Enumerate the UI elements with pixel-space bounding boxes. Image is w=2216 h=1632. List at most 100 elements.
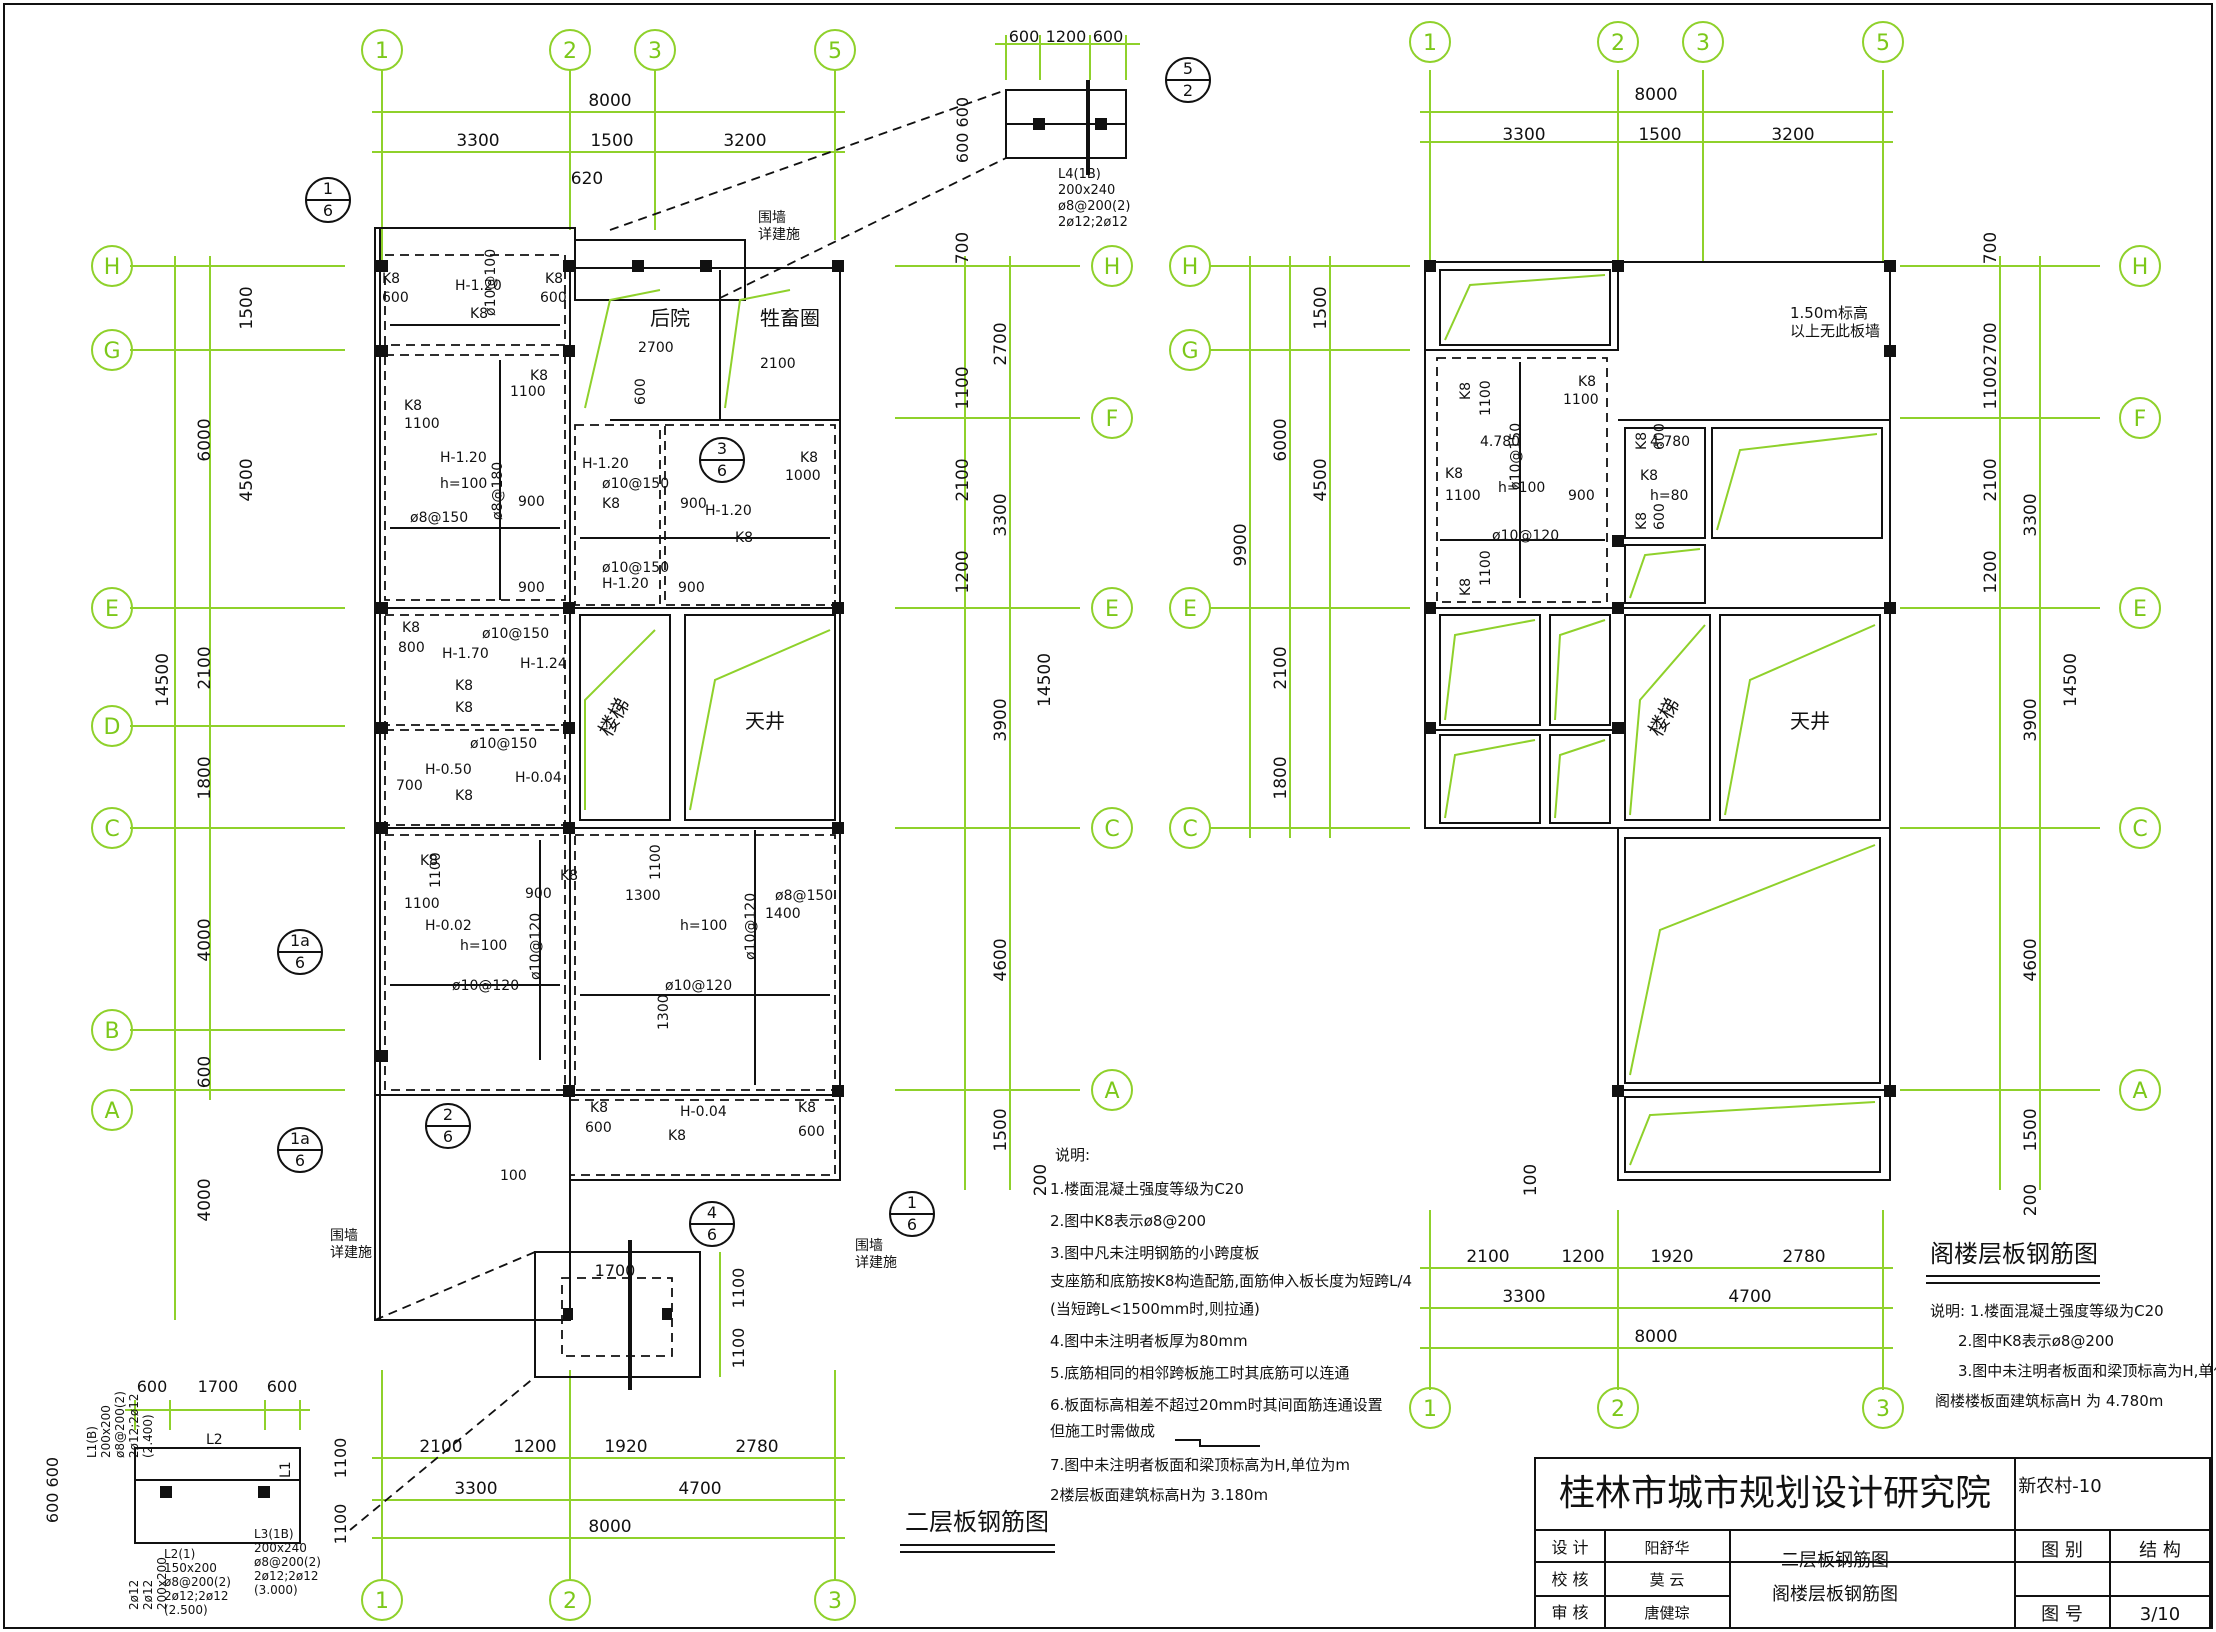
axis-label: C [1104,817,1119,842]
axis-label: 2 [563,1589,577,1614]
rebar-label: H-1.20 [582,456,629,472]
axis-label: F [1106,407,1119,432]
dim-text: 3900 [991,698,1011,741]
rebar-label: 600 [585,1120,612,1136]
rebar-label: K8 [402,620,420,636]
rebar-label: 900 [1568,488,1595,504]
notes-left: 说明: 1.楼面混凝土强度等级为C20 2.图中K8表示ø8@200 3.图中凡… [1050,1146,1412,1504]
rebar-label: 700 [396,778,423,794]
svg-text:1a: 1a [290,1129,310,1148]
rebar-label: 800 [398,640,425,656]
beam-label: ø8@200(2) [254,1555,321,1569]
axis-label: H [2132,255,2149,280]
beam-label: L1 [278,1461,294,1478]
dim-text: 1100 [953,366,973,409]
rebar-label: K8 [1458,382,1474,400]
rebar-label: 1300 [656,994,672,1030]
rebar-label: K8 [668,1128,686,1144]
dim-text: 9900 [1231,523,1251,566]
detail-dim: 1100 [331,1504,350,1545]
rebar-label: K8 [560,868,578,884]
rebar-label: ø10@120 [452,978,519,994]
svg-text:6: 6 [295,953,305,972]
axis-label: B [104,1019,119,1044]
dim-text: 200 [2021,1184,2041,1216]
dim-text: 6000 [195,418,215,461]
note-line: 3.图中未注明者板面和梁顶标高为H,单位为m [1958,1362,2216,1380]
svg-text:6: 6 [707,1225,717,1244]
elev-note: 1.50m标高以上无此板墙 [1790,304,1880,340]
dim-text: 2780 [735,1437,778,1457]
rebar-label: ø10@120 [528,913,544,980]
rebar-label: H-1.20 [440,450,487,466]
rebar-label: 1100 [404,896,440,912]
sheet-border [3,3,2213,1629]
rebar-label: 600 [1652,503,1668,530]
note-line: 5.底筋相同的相邻跨板施工时其底筋可以连通 [1050,1364,1349,1382]
left-dimensions: 8000 3300 1500 3200 620 2100 1200 1920 2… [153,91,1055,1537]
note-line: 6.板面标高相差不超过20mm时其间面筋连通设置 [1050,1396,1383,1414]
axis-label: C [104,817,119,842]
dim-text: 2100 [1466,1247,1509,1267]
rebar-label: 100 [500,1168,527,1184]
dim-text: 14500 [1035,653,1055,707]
beam-label: (3.000) [254,1583,298,1597]
rebar-label: 1100 [404,416,440,432]
dim-text: 8000 [588,1517,631,1537]
beam-label: ø8@200(2) [1058,199,1130,214]
dim-text: 3300 [1502,1287,1545,1307]
rebar-label: K8 [1578,374,1596,390]
axis-label: 1 [1423,31,1437,56]
axis-label: H [1104,255,1121,280]
beam-label: (2.500) [164,1603,208,1617]
note-line: 2.图中K8表示ø8@200 [1050,1212,1206,1230]
axis-label: 2 [563,39,577,64]
note-line: 支座筋和底筋按K8构造配筋,面筋伸入板长度为短跨L/4 [1050,1272,1412,1290]
section-callout: 16 [889,1191,935,1237]
dim-text: 3900 [2021,698,2041,741]
note-line: (当短跨L<1500mm时,则拉通) [1050,1300,1260,1318]
dim-text: 2100 [1271,646,1291,689]
axis-label: C [1182,817,1197,842]
rebar-label: H-1.24 [520,656,567,672]
rebar-label: K8 [1458,578,1474,596]
rebar-label: h=100 [1498,480,1545,496]
svg-text:6: 6 [295,1151,305,1170]
rebar-label: K8 [420,853,438,869]
rebar-label: K8 [382,271,400,287]
beam-label: 2ø12 [127,1580,141,1610]
beam-label: 200x200 [99,1405,113,1458]
rebar-label: 2100 [760,356,796,372]
rebar-label: h=100 [680,918,727,934]
beam-label: (2.400) [141,1414,155,1458]
dim-text: 2100 [953,458,973,501]
dim-text: 1200 [953,550,973,593]
note-line: 4.图中未注明者板厚为80mm [1050,1332,1248,1350]
dim-text: 8000 [588,91,631,111]
axis-label: 3 [828,1589,842,1614]
dim-text: 1500 [2021,1108,2041,1151]
note-line: 3.图中凡未注明钢筋的小跨度板 [1050,1244,1259,1262]
detail-mid: 1700 1100 1100 [349,1240,748,1531]
beam-label: 2ø12;2ø12 [254,1569,319,1583]
svg-text:1: 1 [907,1193,917,1212]
beam-label: 200x240 [254,1541,307,1555]
axis-label: E [2133,597,2147,622]
detail-dim: 600 [1009,27,1040,46]
rebar-label: K8 [545,271,563,287]
dim-text: 2100 [195,646,215,689]
rebar-label: H-1.20 [455,278,502,294]
dim-text: 1800 [195,756,215,799]
check-name: 莫 云 [1650,1571,1685,1589]
section-callout: 1a6 [277,1127,323,1173]
rebar-label: 1100 [648,844,664,880]
section-callout: 36 [699,437,745,483]
design-label: 设 计 [1551,1538,1588,1557]
dim-text: 2700 [991,322,1011,365]
project-name: 新农村-10 [2018,1476,2101,1497]
note-line: 2楼层板面建筑标高H为 3.180m [1050,1486,1268,1504]
rebar-label: 600 [540,290,567,306]
rebar-label: H-0.04 [680,1104,727,1120]
left-plan: 1 2 3 5 1 2 3 H G E D C B A H F E C A 80… [91,29,1211,1621]
